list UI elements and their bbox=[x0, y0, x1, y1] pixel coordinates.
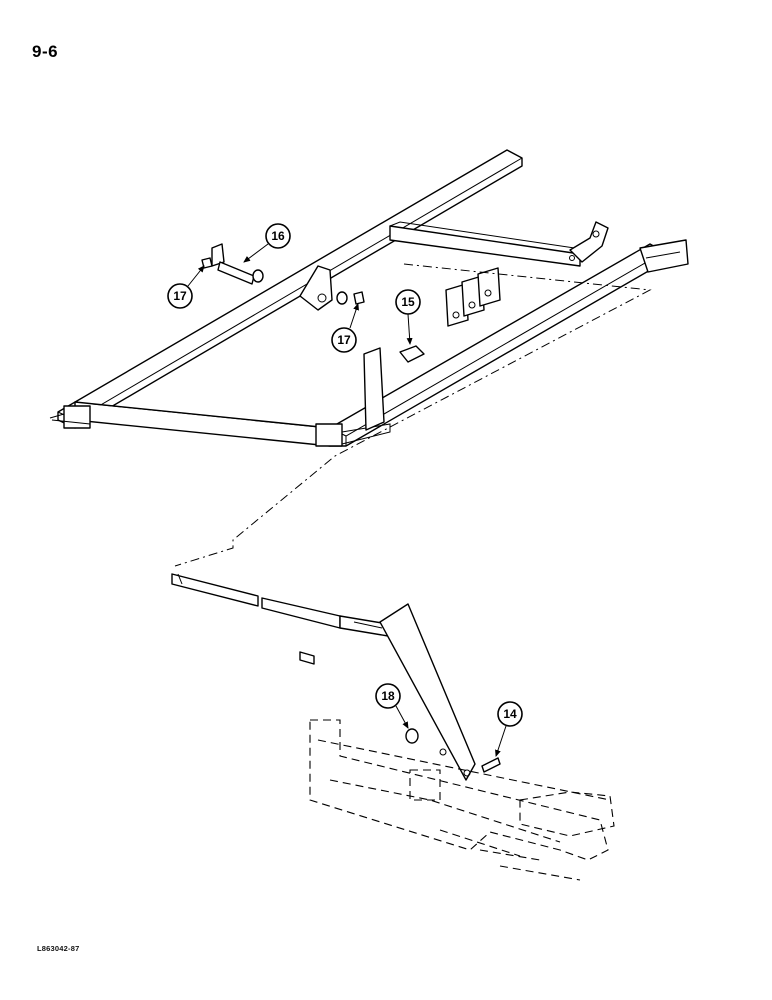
svg-text:14: 14 bbox=[503, 707, 517, 721]
main-frame bbox=[49, 149, 689, 567]
vertical-plate bbox=[363, 347, 385, 431]
svg-text:15: 15 bbox=[401, 295, 415, 309]
retainer-pin bbox=[481, 757, 501, 773]
left-end-block bbox=[63, 405, 91, 429]
callout-17: 17 bbox=[167, 265, 205, 309]
reference-line bbox=[174, 263, 652, 567]
arm-plate bbox=[379, 603, 476, 781]
page-number: 9-6 bbox=[32, 42, 59, 61]
left-rail bbox=[57, 149, 523, 429]
svg-text:17: 17 bbox=[173, 289, 187, 303]
pivot-bracket bbox=[299, 265, 333, 311]
drawing-code: L863042-87 bbox=[37, 944, 80, 953]
tube-left bbox=[171, 573, 259, 607]
bushing bbox=[336, 291, 348, 305]
grease-fitting-2 bbox=[353, 291, 365, 305]
pin bbox=[211, 243, 225, 267]
tube-right bbox=[261, 597, 341, 629]
sleeve bbox=[405, 728, 419, 744]
rear-crossbar bbox=[389, 225, 581, 267]
linkage-assembly bbox=[171, 573, 615, 881]
callout-14: 14 bbox=[495, 701, 523, 757]
hidden-outline bbox=[309, 719, 609, 861]
slotted-link bbox=[339, 615, 389, 637]
svg-text:16: 16 bbox=[271, 229, 285, 243]
callout-16: 16 bbox=[243, 223, 291, 263]
rear-bracket bbox=[569, 221, 609, 263]
callout-17: 17 bbox=[331, 303, 359, 353]
right-end-block bbox=[315, 423, 343, 447]
svg-text:17: 17 bbox=[337, 333, 351, 347]
rear-right-end bbox=[639, 239, 689, 273]
svg-text:18: 18 bbox=[381, 689, 395, 703]
callout-18: 18 bbox=[375, 683, 409, 729]
clip-part bbox=[399, 345, 425, 363]
callout-15: 15 bbox=[395, 289, 421, 345]
clevis-plate-3 bbox=[477, 267, 501, 307]
small-pin bbox=[299, 651, 315, 665]
